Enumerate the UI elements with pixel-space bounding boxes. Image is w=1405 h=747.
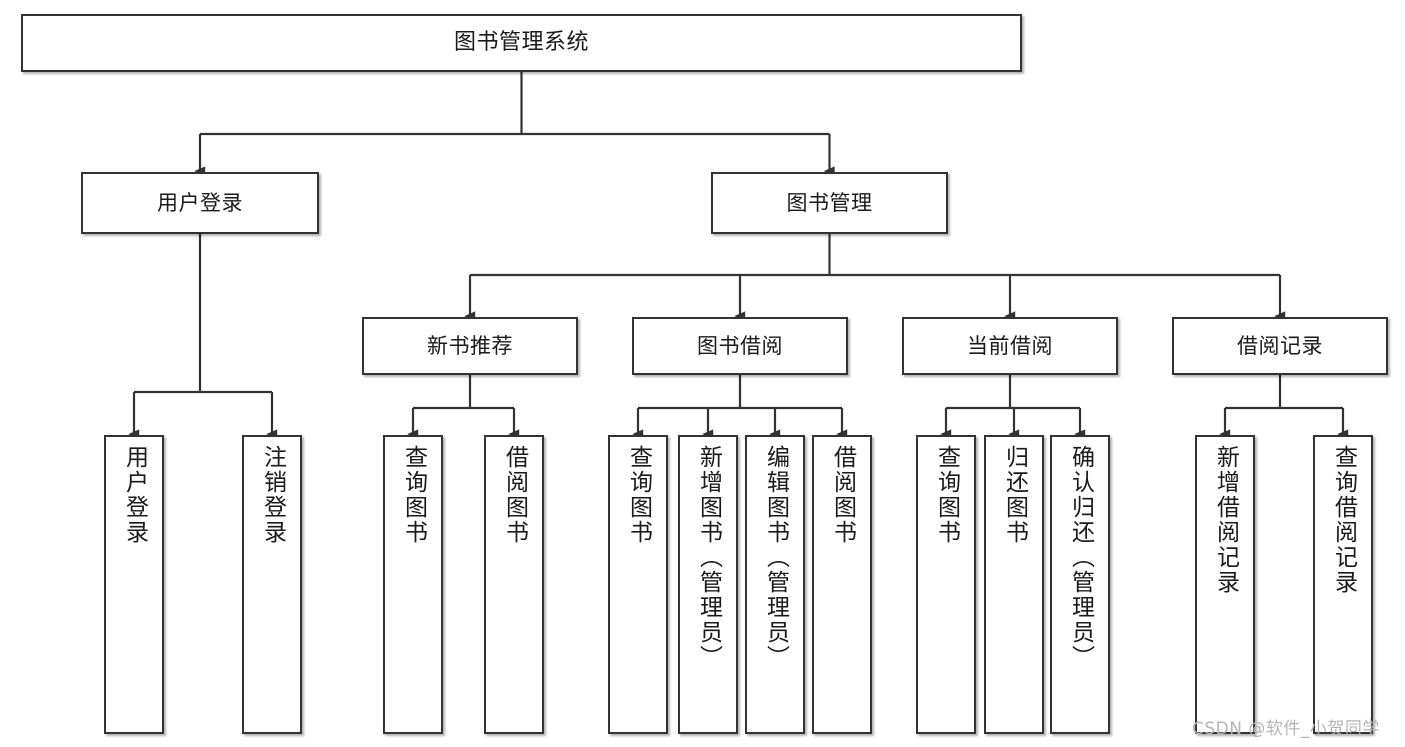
node-leaf-brw-query[interactable]: 查询图书 bbox=[608, 435, 668, 734]
csdn-watermark: CSDN @软件_小贺同学 bbox=[1192, 719, 1380, 739]
node-label-leaf-rec-query: 查询图书 bbox=[400, 445, 427, 545]
node-label-leaf-cur-query: 查询图书 bbox=[933, 445, 960, 545]
node-leaf-cur-query[interactable]: 查询图书 bbox=[916, 435, 976, 734]
node-leaf-rec-query[interactable]: 查询图书 bbox=[383, 435, 443, 734]
node-label-leaf-brw-add: 新增图书（管理员） bbox=[695, 445, 722, 670]
node-leaf-brw-add[interactable]: 新增图书（管理员） bbox=[678, 435, 738, 734]
node-leaf-rcd-add[interactable]: 新增借阅记录 bbox=[1195, 435, 1255, 734]
node-label-book-borrow: 图书借阅 bbox=[697, 333, 783, 358]
node-label-new-book-rec: 新书推荐 bbox=[427, 333, 513, 358]
node-root[interactable]: 图书管理系统 bbox=[21, 14, 1022, 72]
edge-paths bbox=[128, 72, 1349, 439]
node-current-borrow[interactable]: 当前借阅 bbox=[902, 317, 1118, 375]
node-label-user-login: 用户登录 bbox=[157, 190, 243, 215]
node-leaf-rcd-query[interactable]: 查询借阅记录 bbox=[1313, 435, 1373, 734]
node-label-leaf-user-login: 用户登录 bbox=[121, 445, 148, 545]
node-leaf-cur-return[interactable]: 归还图书 bbox=[984, 435, 1044, 734]
node-label-borrow-record: 借阅记录 bbox=[1237, 333, 1323, 358]
node-leaf-brw-edit[interactable]: 编辑图书（管理员） bbox=[745, 435, 805, 734]
node-label-current-borrow: 当前借阅 bbox=[967, 333, 1053, 358]
node-label-leaf-user-logout: 注销登录 bbox=[259, 445, 286, 545]
node-label-leaf-cur-return: 归还图书 bbox=[1001, 445, 1028, 545]
node-leaf-cur-confirm[interactable]: 确认归还（管理员） bbox=[1050, 435, 1110, 734]
node-user-login[interactable]: 用户登录 bbox=[81, 172, 319, 234]
node-label-leaf-brw-edit: 编辑图书（管理员） bbox=[762, 445, 789, 670]
node-label-root: 图书管理系统 bbox=[453, 30, 589, 56]
node-leaf-brw-borrow[interactable]: 借阅图书 bbox=[812, 435, 872, 734]
node-label-leaf-brw-borrow: 借阅图书 bbox=[829, 445, 856, 545]
node-label-leaf-rcd-add: 新增借阅记录 bbox=[1212, 445, 1239, 595]
node-label-leaf-cur-confirm: 确认归还（管理员） bbox=[1067, 445, 1094, 670]
node-label-leaf-rcd-query: 查询借阅记录 bbox=[1330, 445, 1357, 595]
node-borrow-record[interactable]: 借阅记录 bbox=[1172, 317, 1388, 375]
node-label-leaf-brw-query: 查询图书 bbox=[625, 445, 652, 545]
node-book-manage[interactable]: 图书管理 bbox=[711, 172, 948, 234]
node-label-leaf-rec-borrow: 借阅图书 bbox=[501, 445, 528, 545]
node-new-book-rec[interactable]: 新书推荐 bbox=[362, 317, 578, 375]
node-label-book-manage: 图书管理 bbox=[786, 190, 873, 215]
node-book-borrow[interactable]: 图书借阅 bbox=[632, 317, 848, 375]
node-leaf-user-login[interactable]: 用户登录 bbox=[104, 435, 164, 734]
node-leaf-rec-borrow[interactable]: 借阅图书 bbox=[484, 435, 544, 734]
node-leaf-user-logout[interactable]: 注销登录 bbox=[242, 435, 302, 734]
